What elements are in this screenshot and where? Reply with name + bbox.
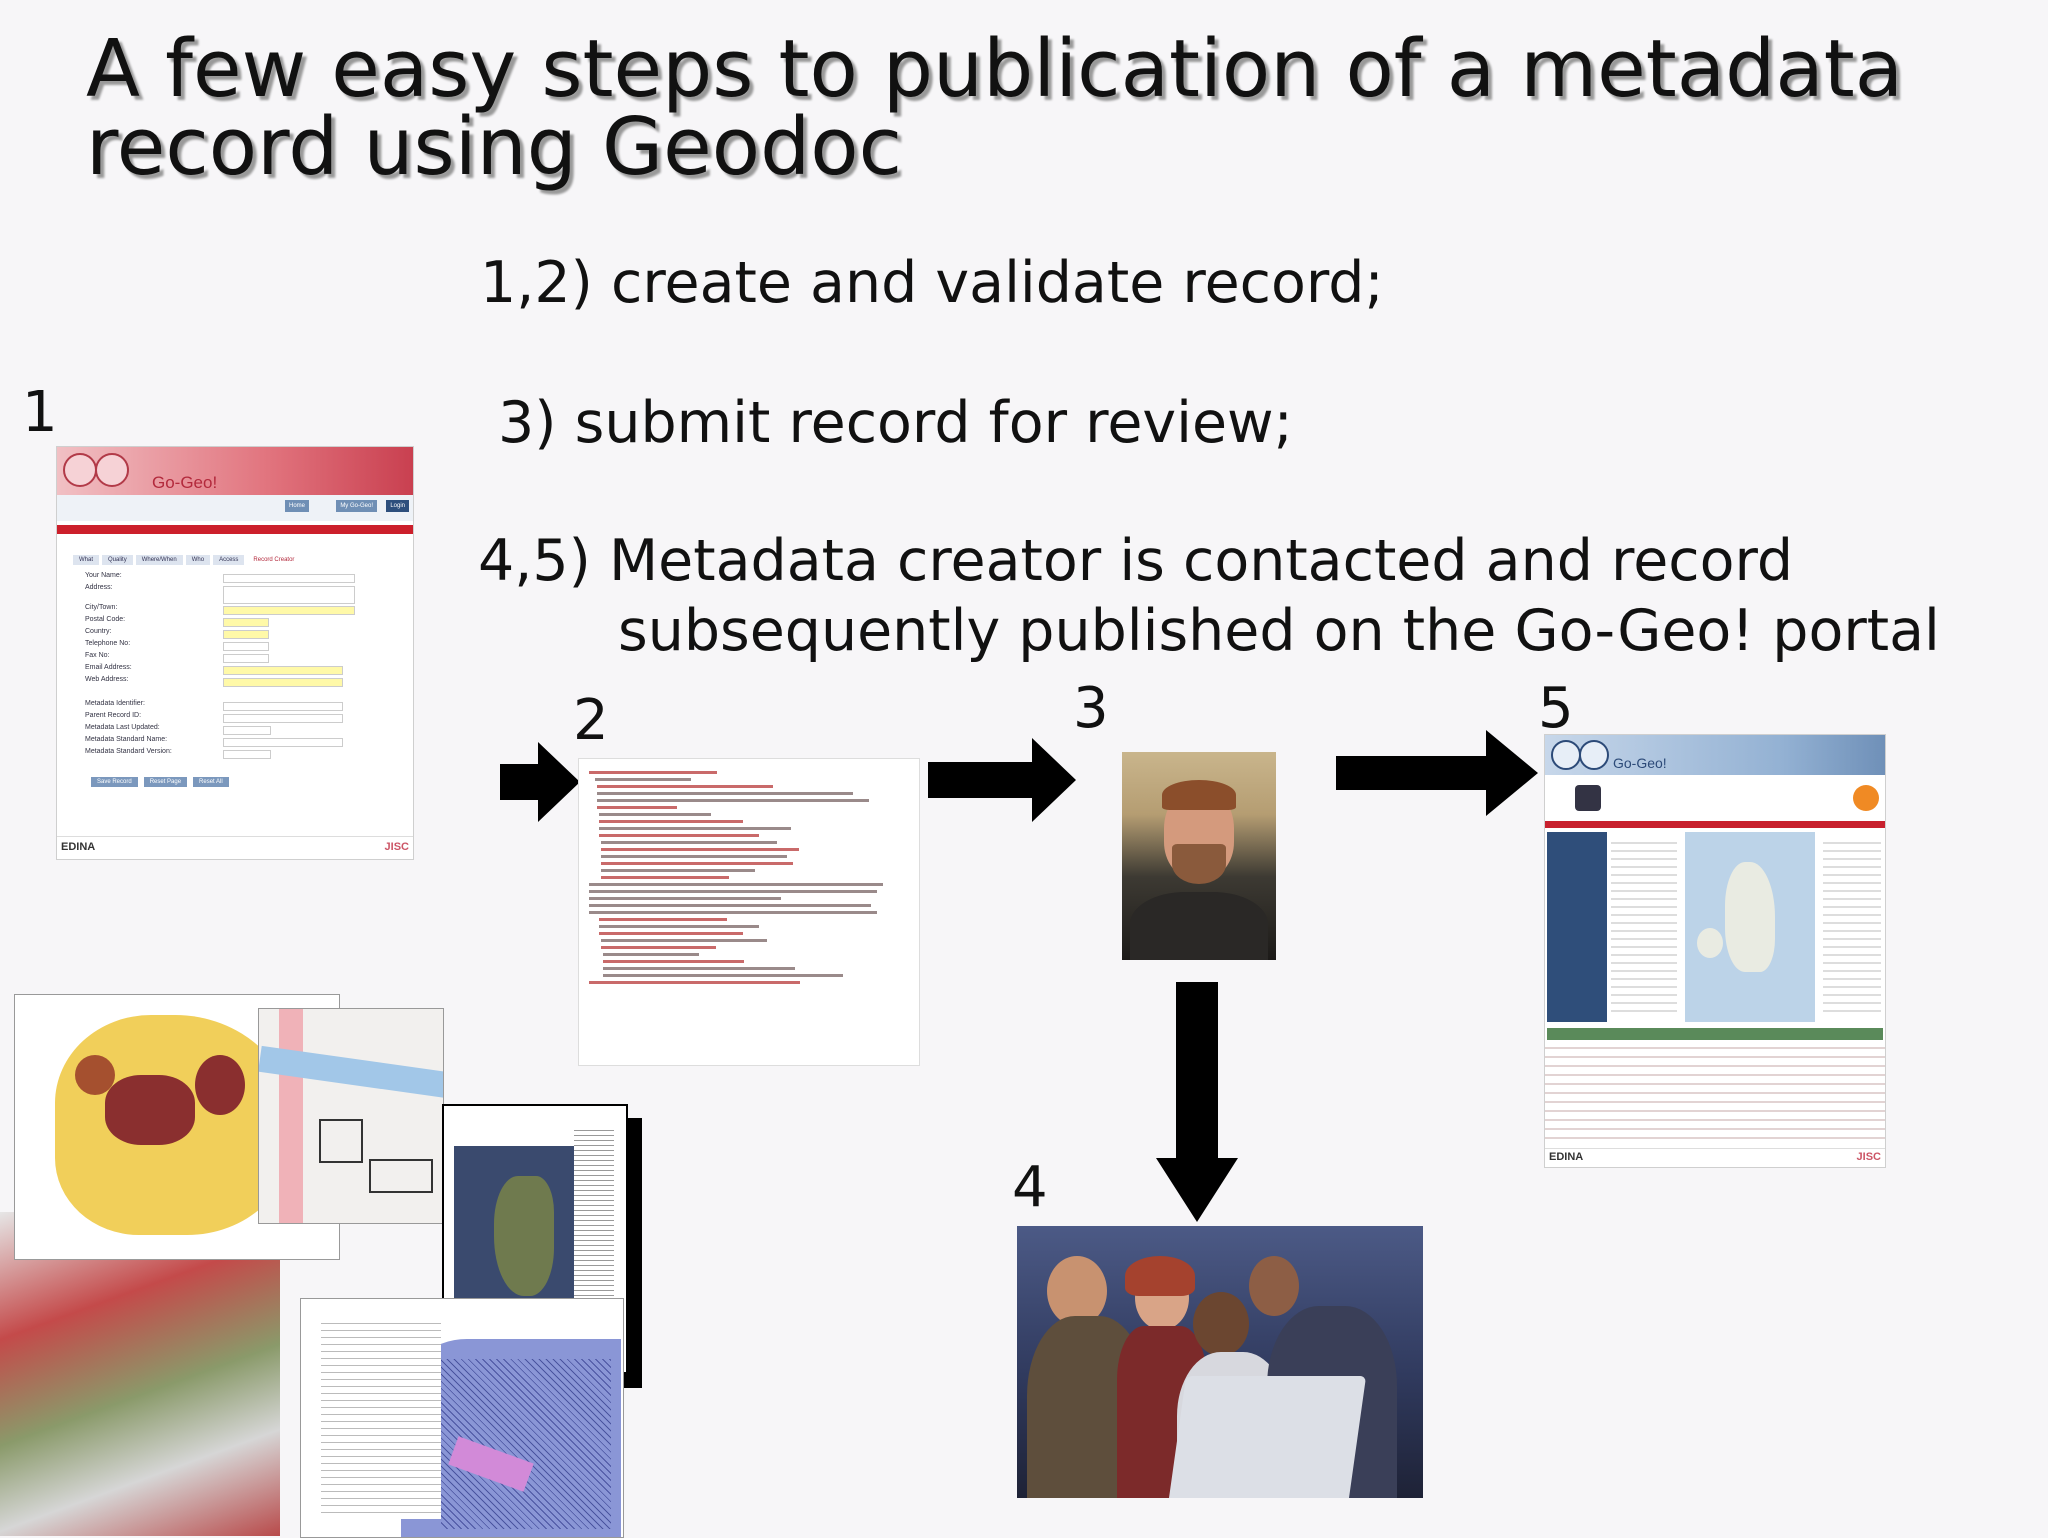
edina-logo: EDINA xyxy=(1549,1151,1584,1163)
arrow-right-icon xyxy=(500,742,580,822)
label-step-2: 2 xyxy=(573,688,609,753)
rss-icon xyxy=(1853,785,1879,811)
form-row: Fax No: xyxy=(63,652,407,664)
form-row: Parent Record ID: xyxy=(63,712,407,724)
computer-monitor xyxy=(1167,1376,1367,1498)
tab-where-when: Where/When xyxy=(135,555,183,565)
form-row: Address: xyxy=(63,584,407,604)
form-row: Web Address: xyxy=(63,676,407,688)
xml-record-document xyxy=(578,758,920,1066)
jisc-logo: JISC xyxy=(1856,1151,1881,1163)
label-step-5: 5 xyxy=(1538,676,1574,741)
gogeo-header: Go-Geo! xyxy=(57,447,413,495)
globe-icon xyxy=(95,453,129,487)
arrow-right-icon xyxy=(928,738,1076,822)
title-line-2: record using Geodoc xyxy=(86,101,903,193)
tab-access: Access xyxy=(213,555,245,565)
title-line-1: A few easy steps to publication of a met… xyxy=(86,23,1904,115)
form-row: Email Address: xyxy=(63,664,407,676)
arrow-down-icon xyxy=(1156,982,1238,1222)
form-row: City/Town: xyxy=(63,604,407,616)
form-footer: EDINA JISC xyxy=(57,836,413,859)
globe-icon xyxy=(1579,740,1609,770)
slide-title: A few easy steps to publication of a met… xyxy=(86,23,2026,193)
street-map xyxy=(258,1008,444,1224)
nav-login: Login xyxy=(386,500,409,512)
tab-who: Who xyxy=(185,555,211,565)
coastal-os-map xyxy=(300,1298,624,1538)
label-step-4: 4 xyxy=(1012,1155,1048,1220)
jisc-logo: JISC xyxy=(384,841,409,853)
form-row: Telephone No: xyxy=(63,640,407,652)
form-row: Metadata Identifier: xyxy=(63,700,407,712)
gogeo-red-bar xyxy=(57,525,413,534)
portal-header: Go-Geo! xyxy=(1545,735,1885,775)
form-row: Postal Code: xyxy=(63,616,407,628)
reviewer-photo xyxy=(1122,752,1276,960)
tab-what: What xyxy=(73,555,100,565)
nav-home: Home xyxy=(284,500,309,512)
satellite-image xyxy=(0,1212,280,1536)
save-record-button: Save Record xyxy=(91,777,138,787)
reset-all-button: Reset All xyxy=(193,777,229,787)
gogeo-nav-strip: Home My Go-Geo! Login xyxy=(57,495,413,521)
uk-map xyxy=(1685,832,1815,1022)
form-row: Metadata Standard Version: xyxy=(63,748,407,760)
form-row: Metadata Standard Name: xyxy=(63,736,407,748)
portal-brand: Go-Geo! xyxy=(1613,755,1667,771)
gogeo-portal-screenshot: Go-Geo! EDINA JISC xyxy=(1544,734,1886,1168)
globe-icon xyxy=(63,453,97,487)
step-4-5-text-line2: subsequently published on the Go-Geo! po… xyxy=(618,598,1940,664)
form-row: Your Name: xyxy=(63,572,407,584)
form-row: Country: xyxy=(63,628,407,640)
form-row: Metadata Last Updated: xyxy=(63,724,407,736)
tab-quality: Quality xyxy=(102,555,133,565)
portal-banner xyxy=(1545,775,1885,821)
step-4-5-text-line1: 4,5) Metadata creator is contacted and r… xyxy=(478,528,1794,594)
label-step-3: 3 xyxy=(1073,676,1109,741)
gogeo-brand: Go-Geo! xyxy=(152,473,218,492)
globe-icon xyxy=(1551,740,1581,770)
edina-logo: EDINA xyxy=(61,841,96,853)
portal-footer: EDINA JISC xyxy=(1545,1148,1885,1167)
step-3-text: 3) submit record for review; xyxy=(498,390,1293,456)
step-1-2-text: 1,2) create and validate record; xyxy=(480,250,1384,316)
users-at-computer-photo xyxy=(1017,1226,1423,1498)
form-buttons: Save Record Reset Page Reset All xyxy=(91,770,407,788)
arrow-right-icon xyxy=(1336,730,1538,816)
tab-record-creator: Record Creator xyxy=(247,555,301,565)
label-step-1: 1 xyxy=(22,380,58,445)
reset-page-button: Reset Page xyxy=(143,777,188,787)
nav-my-gogeo: My Go-Geo! xyxy=(336,500,377,512)
